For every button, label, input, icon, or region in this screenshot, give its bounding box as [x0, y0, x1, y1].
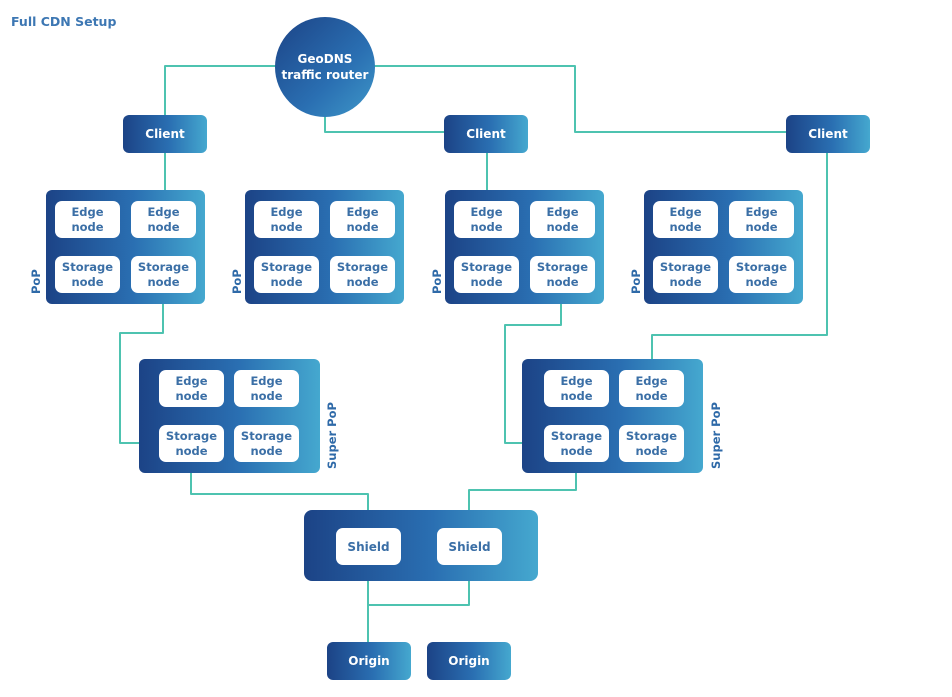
pop-2-label: PoP: [230, 269, 244, 294]
pop-4-label: PoP: [629, 269, 643, 294]
link-geodns-client-left: [164, 65, 281, 117]
super-pop-1-label: Super PoP: [325, 402, 339, 469]
super-pop-2-label: Super PoP: [709, 402, 723, 469]
diagram-title: Full CDN Setup: [11, 14, 117, 29]
link-pop1-superpop1: [119, 291, 164, 444]
link-geodns-client-middle: [324, 111, 447, 133]
pop-3-label: PoP: [430, 269, 444, 294]
client-2: Client: [444, 115, 528, 153]
client-1: Client: [123, 115, 207, 153]
client-3: Client: [786, 115, 870, 153]
geodns-traffic-router: GeoDNS traffic router: [275, 17, 375, 117]
link-superpop2-shield2: [468, 461, 577, 529]
pop-1-label: PoP: [29, 269, 43, 294]
geodns-label-line1: GeoDNS: [297, 52, 353, 66]
shield-layer: Shield Shield: [304, 510, 538, 581]
geodns-label-line2: traffic router: [281, 68, 369, 82]
link-pop3-superpop2: [504, 291, 562, 444]
link-client3-superpop2: [651, 151, 828, 373]
shield-node: Shield: [336, 528, 401, 565]
origin-2: Origin: [427, 642, 511, 680]
shield-node: Shield: [437, 528, 502, 565]
link-geodns-client-right: [371, 65, 788, 133]
origin-1: Origin: [327, 642, 411, 680]
